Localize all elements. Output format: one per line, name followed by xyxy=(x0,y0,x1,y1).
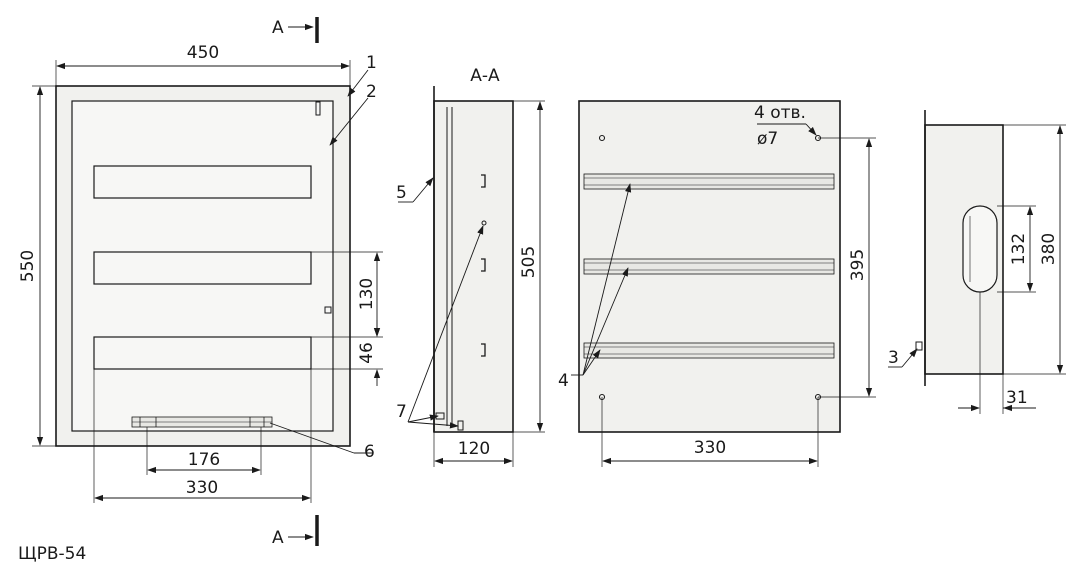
callout-2: 2 xyxy=(366,82,377,102)
dim-section-depth: 120 xyxy=(458,439,490,459)
callout-1: 1 xyxy=(366,53,377,73)
dim-back-holes-width: 330 xyxy=(694,438,726,458)
din-rail-3 xyxy=(583,342,835,359)
callout-4: 4 xyxy=(558,371,569,391)
dim-front-width: 450 xyxy=(187,43,219,63)
section-title: А-А xyxy=(470,66,500,86)
rail-hook-2 xyxy=(481,258,486,272)
dim-section-height: 505 xyxy=(519,246,539,278)
dim-back-height: 395 xyxy=(848,249,868,281)
side-knockout-slot xyxy=(962,205,998,293)
callout-3: 3 xyxy=(888,348,899,368)
terminal-block xyxy=(131,416,273,428)
rail-hook-1 xyxy=(481,174,486,188)
callout-6: 6 xyxy=(364,442,375,462)
dim-terminal-width: 176 xyxy=(188,450,220,470)
callout-5: 5 xyxy=(396,183,407,203)
dim-side-opening: 132 xyxy=(1009,233,1029,265)
back-hole-top-left xyxy=(598,134,606,142)
din-rail-2 xyxy=(583,258,835,275)
dim-rail-width: 330 xyxy=(186,478,218,498)
dim-module-height: 46 xyxy=(357,342,377,364)
module-window-2 xyxy=(93,251,312,285)
rail-hook-3 xyxy=(481,343,486,357)
section-body xyxy=(433,100,514,433)
dim-module-gap: 130 xyxy=(357,278,377,310)
dim-side-height: 380 xyxy=(1039,233,1059,265)
holes-note-count: 4 отв. xyxy=(754,103,806,123)
section-mark-bottom: А xyxy=(272,528,284,548)
holes-note-diameter: ø7 xyxy=(757,129,778,149)
section-view: А-А 505 120 5 7 xyxy=(396,66,545,467)
callout-7: 7 xyxy=(396,402,407,422)
model-label: ЩРВ-54 xyxy=(18,544,86,564)
section-mark-top: А xyxy=(272,18,284,38)
module-window-3 xyxy=(93,336,312,370)
mount-hole xyxy=(481,220,487,226)
din-rail-1 xyxy=(583,173,835,190)
latch-icon xyxy=(324,306,332,314)
lock-icon xyxy=(315,101,321,116)
front-view: 450 550 130 46 176 330 1 2 6 xyxy=(18,17,383,548)
back-view: 4 отв. ø7 395 330 4 xyxy=(558,100,876,467)
dim-side-offset: 31 xyxy=(1006,388,1028,408)
side-view: 380 132 31 3 xyxy=(888,110,1066,414)
module-window-1 xyxy=(93,165,312,199)
dim-front-height: 550 xyxy=(18,250,38,282)
side-clip-icon xyxy=(915,341,923,351)
